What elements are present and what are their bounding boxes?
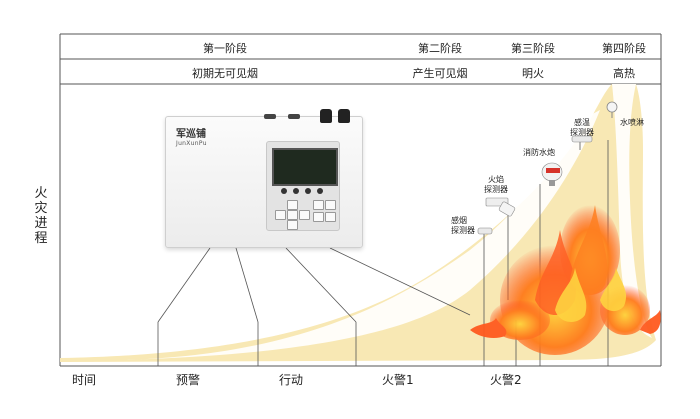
keypad-button <box>287 220 298 230</box>
monitoring-device: 军巡铺 JunXunPu <box>165 109 363 248</box>
cable-gland <box>264 114 276 119</box>
keypad-button <box>275 210 286 220</box>
flame-detector-label: 火焰 探测器 <box>484 175 508 194</box>
stage-3-title: 第三阶段 <box>511 42 555 55</box>
timeline-alarm-2: 火警2 <box>490 373 522 387</box>
device-brand: 军巡铺 JunXunPu <box>176 125 207 147</box>
keypad-button <box>299 210 310 220</box>
fire-cannon-label: 消防水炮 <box>523 148 555 157</box>
stage-3-desc: 明火 <box>522 67 544 80</box>
indicator-led <box>281 188 287 194</box>
sprinkler-icon <box>606 101 618 118</box>
stage-1-desc: 初期无可见烟 <box>192 67 258 80</box>
keypad-button <box>287 200 298 210</box>
timeline-time: 时间 <box>72 373 97 387</box>
indicator-led <box>293 188 299 194</box>
indicator-led <box>305 188 311 194</box>
indicator-led <box>317 188 323 194</box>
device-brand-en: JunXunPu <box>176 140 207 147</box>
fire-flames <box>470 205 661 355</box>
antenna-connector <box>338 109 350 123</box>
keypad-button <box>313 212 324 222</box>
fire-progress-axis-label: 火灾进程 <box>34 186 48 246</box>
sprinkler-label: 水喷淋 <box>620 118 644 127</box>
timeline-warning: 预警 <box>176 373 201 387</box>
keypad-button <box>287 210 298 220</box>
timeline-alarm-1: 火警1 <box>382 373 414 387</box>
stage-4-title: 第四阶段 <box>602 42 646 55</box>
cable-gland <box>288 114 300 119</box>
fire-cannon-icon <box>541 162 563 186</box>
stage-2-title: 第二阶段 <box>418 42 462 55</box>
keypad-button <box>325 200 336 210</box>
stage-4-desc: 高热 <box>613 67 635 80</box>
keypad-button <box>313 200 324 210</box>
device-brand-cn: 军巡铺 <box>176 129 206 140</box>
device-screen <box>272 148 338 186</box>
flame-detector-icon <box>485 197 516 217</box>
heat-detector-label: 感温 探测器 <box>570 118 594 137</box>
keypad-button <box>325 212 336 222</box>
stage-1-title: 第一阶段 <box>203 42 247 55</box>
heat-detector-icon <box>571 135 593 143</box>
timeline-action: 行动 <box>279 373 304 387</box>
smoke-detector-label: 感烟 探测器 <box>451 216 475 235</box>
device-panel <box>266 141 340 231</box>
smoke-detector-icon <box>477 227 493 235</box>
stage-2-desc: 产生可见烟 <box>412 67 468 80</box>
antenna-connector <box>320 109 332 123</box>
